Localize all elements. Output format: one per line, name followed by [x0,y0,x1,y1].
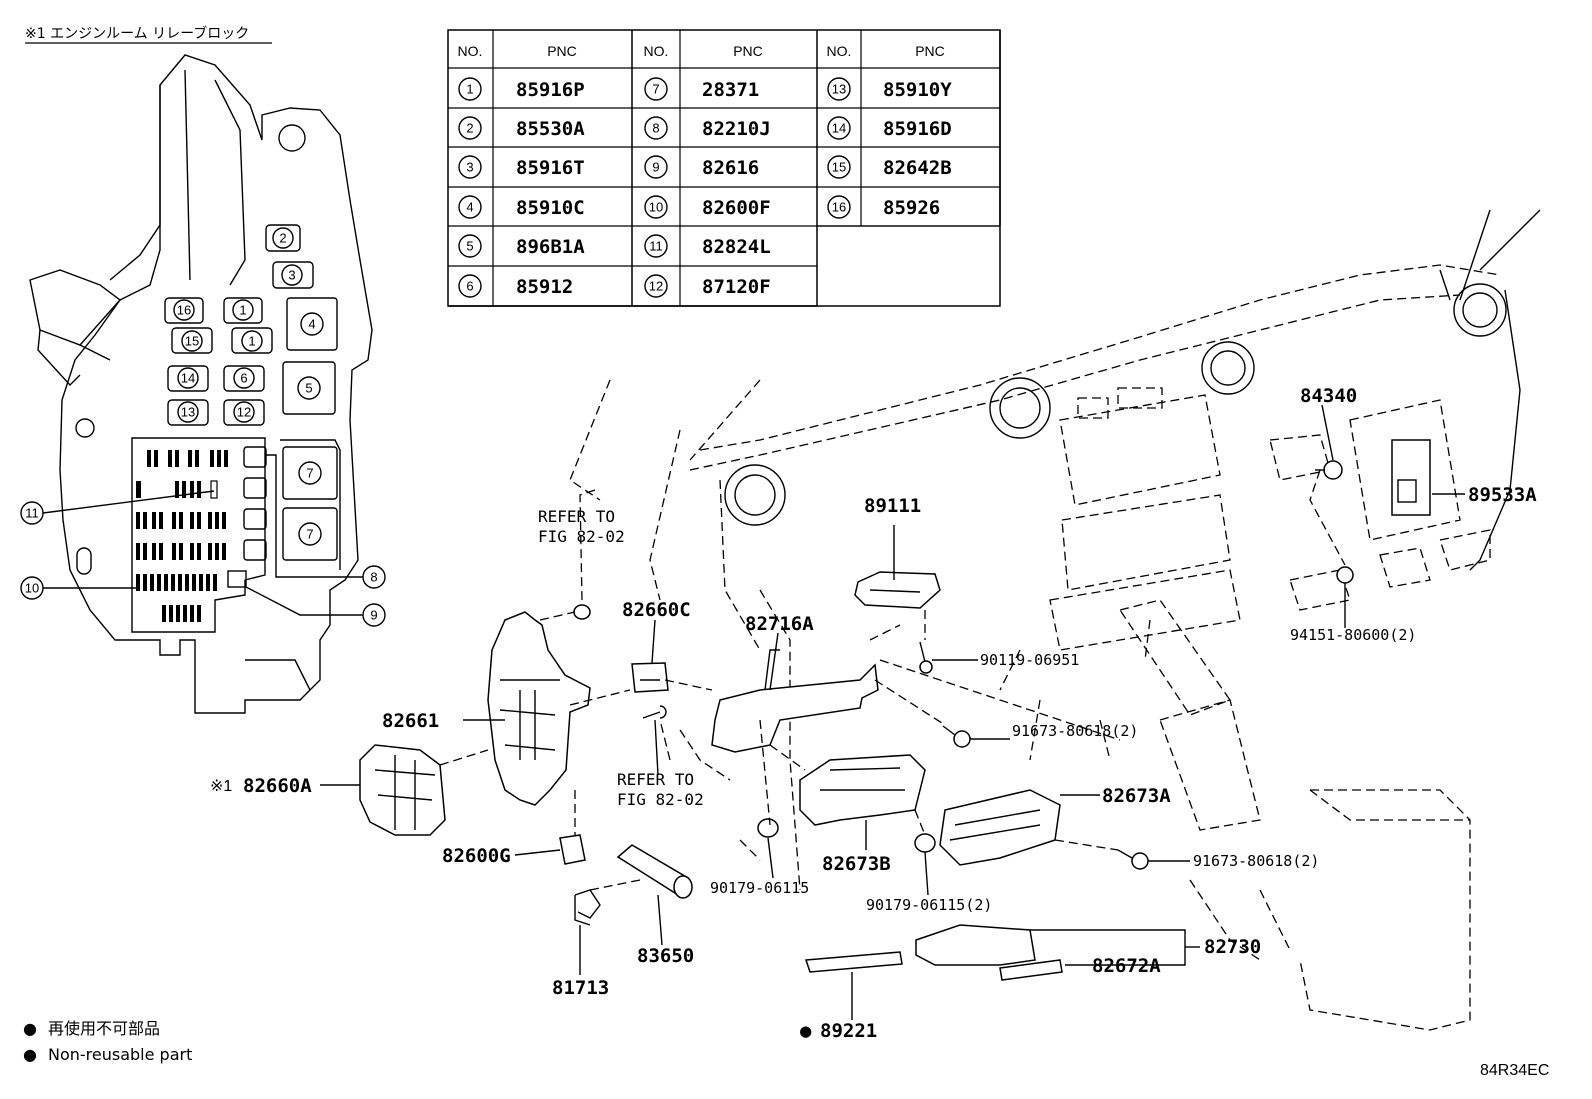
table-pnc: 85916P [516,79,585,101]
callout-5: 5 [305,381,312,396]
part-label-82660A: 82660A [243,775,312,797]
table-pnc: 85916D [883,118,952,140]
legend-text-jp: 再使用不可部品 [48,1019,160,1038]
part-label-90119-06951: 90119-06951 [980,651,1079,669]
table-pnc: 82600F [702,197,771,219]
table-pnc: 87120F [702,276,771,298]
callout-2: 2 [279,231,286,246]
legend-bullet: ● [23,1045,37,1064]
table-pnc: 82824L [702,236,771,258]
part-mark-82660A: ※1 [210,778,232,795]
part-label-82673B: 82673B [822,853,891,875]
figure-code: 84R34EC [1480,1062,1549,1079]
callout-3: 3 [288,268,295,283]
callout-7a: 7 [306,466,313,481]
part-label-94151-80600: 94151-80600(2) [1290,626,1416,644]
leader-lines [320,404,1465,1020]
relay-block-drawing [29,54,373,714]
table-pnc: 82210J [702,118,771,140]
table-pnc: 85916T [516,157,585,179]
header-pnc-3: PNC [915,43,945,59]
callout-13: 13 [181,405,195,420]
legend-text-en: Non-reusable part [48,1045,192,1064]
table-pnc: 82616 [702,157,759,179]
table-no: 16 [832,200,846,215]
table-pnc: 85910Y [883,79,952,101]
part-label-89111: 89111 [864,495,921,517]
header-no-1: NO. [458,43,483,59]
header-pnc-2: PNC [733,43,763,59]
table-no: 3 [466,160,473,175]
table-pnc: 85912 [516,276,573,298]
callout-4: 4 [308,317,315,332]
part-shapes [359,439,1431,981]
table-no: 5 [466,239,473,254]
legend: ● 再使用不可部品 ● Non-reusable part [23,1019,192,1064]
part-label-90179-06115-a: 90179-06115 [710,879,809,897]
refer-to-fig-1[interactable]: FIG 82-02 [538,527,625,546]
part-label-91673-80618-a: 91673-80618(2) [1012,722,1138,740]
table-no: 1 [466,82,473,97]
part-label-90179-06115-b: 90179-06115(2) [866,896,992,914]
table-no: 10 [649,200,663,215]
table-no: 6 [466,279,473,294]
callout-16: 16 [177,303,191,318]
callout-7b: 7 [306,527,313,542]
relay-block-callouts: 2 3 16 1 15 1 4 14 6 5 13 12 7 7 11 10 8… [20,227,386,627]
refer-to-label-2[interactable]: REFER TO [617,770,694,789]
table-no: 2 [466,121,473,136]
pnc-table: NO. PNC NO. PNC NO. PNC 1 85916P 2 85530… [447,29,1001,307]
part-label-89533A: 89533A [1468,484,1537,506]
header-no-2: NO. [644,43,669,59]
callout-1b: 1 [248,334,255,349]
callout-10: 10 [25,581,39,596]
legend-bullet: ● [23,1019,37,1038]
table-no: 13 [832,82,846,97]
dashboard-drawing [569,209,1541,1031]
table-pnc: 82642B [883,157,952,179]
header-pnc-1: PNC [547,43,577,59]
table-no: 4 [466,200,473,215]
table-pnc: 28371 [702,79,759,101]
part-label-82672A: 82672A [1092,955,1161,977]
callout-6: 6 [240,371,247,386]
callout-14: 14 [181,371,195,386]
table-pnc: 85530A [516,118,585,140]
table-no: 14 [832,121,846,136]
part-label-81713: 81713 [552,977,609,999]
table-pnc: 85910C [516,197,585,219]
part-label-82661: 82661 [382,710,439,732]
refer-to-fig-2[interactable]: FIG 82-02 [617,790,704,809]
part-label-82730: 82730 [1204,936,1261,958]
relay-block-title: ※1 エンジンルーム リレーブロック [25,25,249,42]
part-label-82716A: 82716A [745,613,814,635]
header-no-3: NO. [827,43,852,59]
table-no: 15 [832,160,846,175]
part-label-82660C: 82660C [622,599,691,621]
part-label-82600G: 82600G [442,845,511,867]
callout-12: 12 [237,405,251,420]
table-no: 9 [652,160,659,175]
part-label-82673A: 82673A [1102,785,1171,807]
table-pnc: 85926 [883,197,940,219]
callout-11: 11 [25,506,39,521]
table-no: 7 [652,82,659,97]
callout-1a: 1 [239,303,246,318]
table-no: 11 [649,239,663,254]
callout-8: 8 [370,570,377,585]
refer-to-label-1[interactable]: REFER TO [538,507,615,526]
callout-15: 15 [185,334,199,349]
table-no: 8 [652,121,659,136]
part-label-89221: 89221 [820,1020,877,1042]
part-mark-89221: ● [800,1020,812,1042]
callout-9: 9 [370,608,377,623]
part-label-91673-80618-b: 91673-80618(2) [1193,852,1319,870]
part-label-83650: 83650 [637,945,694,967]
table-pnc: 896B1A [516,236,585,258]
table-no: 12 [649,279,663,294]
part-label-84340: 84340 [1300,385,1357,407]
